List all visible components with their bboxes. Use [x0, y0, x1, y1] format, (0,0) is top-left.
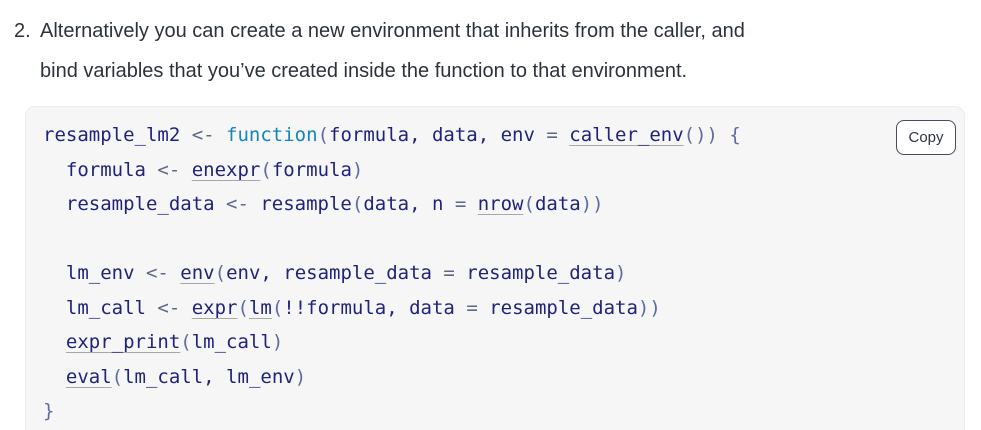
- list-text-line: bind variables that you’ve created insid…: [40, 60, 688, 82]
- code-token: }: [43, 400, 55, 422]
- code-token: (: [111, 365, 124, 388]
- code-token: lm_call: [43, 296, 146, 319]
- code-function-link-eval[interactable]: eval: [65, 365, 112, 388]
- code-token: =: [443, 193, 478, 215]
- code-line: lm_env <- env(env, resample_data = resam…: [43, 256, 948, 291]
- code-token: ): [615, 262, 627, 284]
- code-line: lm_call <- expr(lm(!!formula, data = res…: [43, 291, 948, 326]
- code-line: }: [43, 394, 948, 429]
- code-token: )): [580, 193, 604, 215]
- code-token: formula: [43, 158, 146, 181]
- code-content: resample_lm2 <- function(formula, data, …: [26, 107, 964, 430]
- code-token: resample_lm2: [43, 124, 181, 146]
- code-token: data: [534, 193, 581, 215]
- code-token: (: [237, 296, 249, 319]
- code-token: (: [523, 193, 535, 215]
- code-token: <-: [214, 193, 261, 215]
- code-token: =: [431, 262, 467, 284]
- list-item-text: Alternatively you can create a new envir…: [40, 11, 745, 91]
- code-line: [43, 222, 948, 257]
- code-token: ): [351, 158, 364, 181]
- code-token: =: [534, 124, 570, 146]
- code-token: (: [260, 158, 272, 181]
- code-token: ): [271, 331, 284, 353]
- code-token: resample_data: [489, 296, 638, 319]
- code-token: <-: [145, 296, 192, 319]
- copy-button[interactable]: Copy: [896, 120, 956, 155]
- code-token: resample_data: [466, 262, 616, 284]
- code-token: =: [454, 296, 490, 319]
- ordered-list-item: 2. Alternatively you can create a new en…: [0, 0, 981, 91]
- code-token: env, resample_data: [226, 262, 432, 284]
- code-function-link-expr[interactable]: expr: [191, 296, 238, 319]
- code-token: function: [226, 124, 318, 146]
- code-function-link-enexpr[interactable]: enexpr: [191, 158, 261, 181]
- code-token: )): [637, 296, 661, 319]
- code-token: (: [271, 296, 284, 319]
- code-token: <-: [180, 124, 227, 146]
- code-token: lm_call, lm_env: [123, 365, 295, 388]
- code-token: <-: [145, 158, 192, 181]
- list-item-number: 2.: [14, 20, 31, 42]
- code-token: ()): [683, 124, 718, 146]
- code-token: [718, 124, 729, 146]
- code-token: (: [351, 193, 364, 215]
- code-token: formula: [271, 158, 352, 181]
- code-token: lm_call: [191, 331, 272, 353]
- code-function-link-nrow[interactable]: nrow: [477, 193, 524, 215]
- code-line: expr_print(lm_call): [43, 325, 948, 360]
- code-line: resample_data <- resample(data, n = nrow…: [43, 187, 948, 222]
- code-token: [43, 366, 66, 388]
- code-token: ): [294, 365, 307, 388]
- code-token: !!formula, data: [283, 296, 455, 319]
- code-line: resample_lm2 <- function(formula, data, …: [43, 118, 948, 153]
- code-line: eval(lm_call, lm_env): [43, 360, 948, 395]
- code-function-link-env[interactable]: env: [180, 262, 215, 284]
- code-token: resample_data: [43, 193, 215, 215]
- code-token: (: [180, 331, 192, 353]
- code-block: Copy resample_lm2 <- function(formula, d…: [25, 106, 965, 430]
- code-function-link-expr_print[interactable]: expr_print: [65, 331, 181, 353]
- code-token: [43, 331, 66, 353]
- code-token: resample: [260, 193, 352, 215]
- code-token: (: [214, 262, 227, 284]
- code-function-link-caller_env[interactable]: caller_env: [569, 124, 684, 146]
- code-token: <-: [134, 262, 181, 284]
- code-token: formula, data, env: [329, 124, 535, 146]
- code-token: lm_env: [43, 262, 135, 284]
- list-text-line: Alternatively you can create a new envir…: [40, 20, 745, 42]
- code-token: (: [317, 124, 330, 146]
- code-token: data, n: [363, 193, 444, 215]
- code-function-link-lm[interactable]: lm: [248, 296, 272, 319]
- code-token: {: [729, 124, 741, 146]
- code-line: formula <- enexpr(formula): [43, 153, 948, 188]
